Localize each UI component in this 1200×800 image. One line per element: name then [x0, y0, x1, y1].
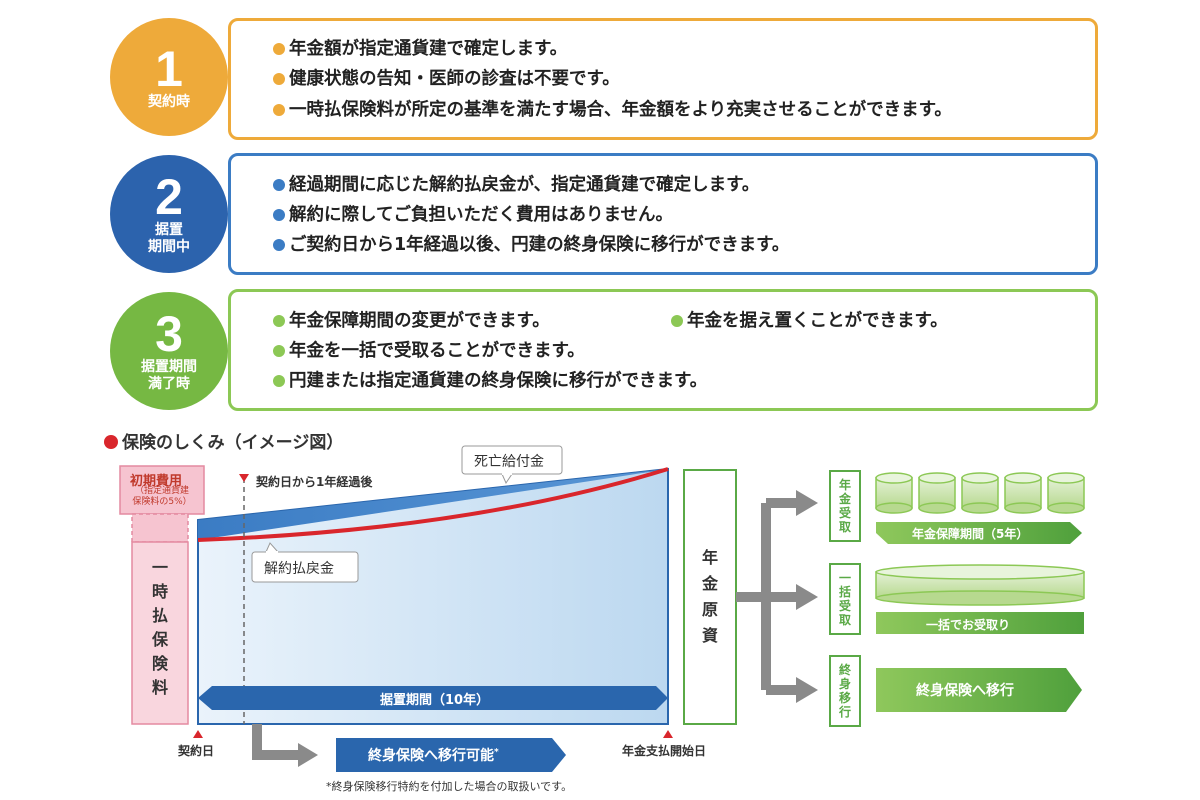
- lump-sum-label: 一括でお受取り: [926, 618, 1011, 632]
- premium-label: 一 時 払 保 険 料: [151, 558, 168, 697]
- step-2-number: 2: [155, 169, 183, 225]
- surrender-label: 解約払戻金: [264, 561, 334, 577]
- contract-day-label: 契約日: [178, 744, 215, 758]
- annuity-period-label: 年金保障期間（5年）: [912, 527, 1029, 541]
- whole-life-connector: [252, 724, 300, 760]
- whole-life-transition-bar: [876, 668, 1082, 712]
- step-3-label: 据置期間 満了時: [141, 359, 197, 392]
- initial-cost-block: [119, 465, 205, 543]
- footnote: *終身保険移行特約を付加した場合の取扱いです。: [326, 780, 573, 793]
- step-1-item-2: 健康状態の告知・医師の診査は不要です。: [273, 68, 620, 90]
- annuity-period-bar: [876, 522, 1082, 544]
- whole-life-possible-box: [336, 738, 566, 772]
- step-2-circle: 2 据置 期間中: [110, 155, 228, 273]
- step-2-item-3: ご契約日から1年経過以後、円建の終身保険に移行ができます。: [273, 234, 789, 256]
- step-2-label: 据置 期間中: [148, 222, 190, 255]
- fund-box: [683, 469, 737, 725]
- step-3-circle: 3 据置期間 満了時: [110, 292, 228, 410]
- step-1-box: 年金額が指定通貨建で確定します。 健康状態の告知・医師の診査は不要です。 一時払…: [228, 18, 1098, 140]
- branch-arrow-heads: [796, 490, 818, 703]
- whole-life-possible-label: 終身保険へ移行可能*: [368, 747, 499, 764]
- deferral-bar: [198, 686, 668, 710]
- step-3-item-1: 年金保障期間の変更ができます。: [273, 310, 550, 332]
- fund-label: 年 金 原 資: [701, 548, 718, 645]
- step-3-number: 3: [155, 306, 183, 362]
- initial-cost-label: 初期費用: [130, 474, 183, 489]
- step-3-item-2: 年金を据え置くことができます。: [671, 310, 948, 332]
- step-1-item-1: 年金額が指定通貨建で確定します。: [273, 38, 567, 60]
- step-1-label: 契約時: [148, 93, 190, 110]
- step-3-item-4: 円建または指定通貨建の終身保険に移行ができます。: [273, 370, 707, 392]
- premium-block: [131, 541, 189, 725]
- death-benefit-band: [198, 469, 668, 540]
- step-1-item-3: 一時払保険料が所定の基準を満たす場合、年金額をより充実させることができます。: [273, 99, 952, 121]
- step-2-item-2: 解約に際してご負担いただく費用はありません。: [273, 204, 673, 226]
- step-1-number: 1: [155, 40, 183, 97]
- lump-sum-bar: [876, 612, 1084, 634]
- surrender-curve: [197, 467, 669, 542]
- step-2-item-1: 経過期間に応じた解約払戻金が、指定通貨建で確定します。: [273, 174, 759, 196]
- annuity-start-label: 年金支払開始日: [622, 744, 707, 758]
- death-benefit-label: 死亡給付金: [474, 454, 544, 470]
- option-annuity-box: 年 金 受 取: [829, 470, 861, 542]
- step-1-circle: 1 契約時: [110, 18, 228, 136]
- deferral-label: 据置期間（10年）: [380, 693, 490, 708]
- value-area: [197, 467, 669, 725]
- one-year-label: 契約日から1年経過後: [256, 475, 373, 489]
- annuity-start-marker: [663, 730, 673, 738]
- lump-sum-disc: [875, 564, 1085, 606]
- step-3-box: 年金保障期間の変更ができます。 年金を据え置くことができます。 年金を一括で受取…: [228, 289, 1098, 411]
- option-lumpsum-box: 一 括 受 取: [829, 563, 861, 635]
- annuity-cylinders: [875, 472, 1085, 514]
- step-2-box: 経過期間に応じた解約払戻金が、指定通貨建で確定します。 解約に際してご負担いただ…: [228, 153, 1098, 275]
- step-3-item-3: 年金を一括で受取ることができます。: [273, 340, 585, 362]
- branch-arrows: [736, 498, 798, 695]
- diagram-title: 保険のしくみ（イメージ図）: [104, 428, 343, 453]
- death-benefit-callout: [461, 445, 563, 485]
- option-wholelife-box: 終 身 移 行: [829, 655, 861, 727]
- one-year-marker: [239, 474, 249, 482]
- surrender-callout: [251, 542, 359, 583]
- whole-life-transition-label: 終身保険へ移行: [916, 683, 1014, 699]
- contract-day-marker: [193, 730, 203, 738]
- whole-life-connector-head: [298, 743, 318, 767]
- initial-cost-note: （指定通貨建 保険料の5%）: [132, 486, 192, 507]
